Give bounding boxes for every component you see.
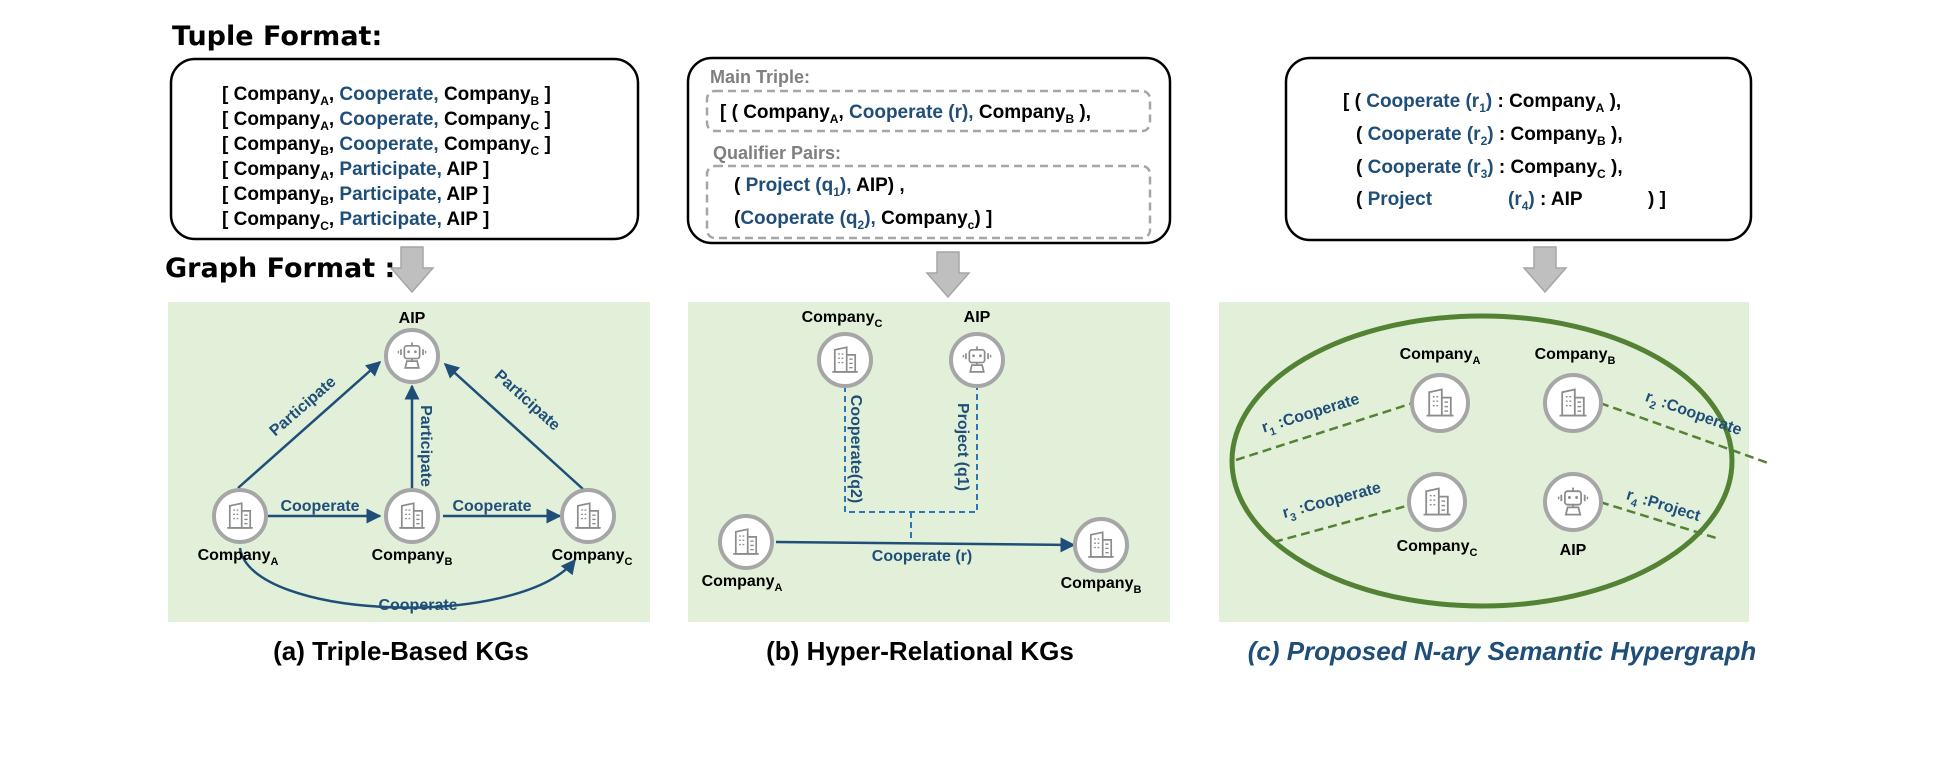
caption-c: (c) Proposed N-ary Semantic Hypergraph	[1248, 636, 1757, 666]
node-aip: AIP	[1543, 472, 1603, 559]
tuple-line: ( Cooperate (r2) : CompanyB ),	[1356, 124, 1623, 148]
edge-label-participate: Participate	[417, 405, 434, 487]
role-line-r2	[1599, 401, 1769, 465]
node-aip: AIP	[384, 310, 440, 384]
down-arrow-c	[1522, 246, 1568, 294]
role-line-r1	[1235, 401, 1414, 462]
triple-line: [ CompanyA, Cooperate, CompanyB ]	[222, 84, 551, 108]
caption-a: (a) Triple-Based KGs	[273, 636, 529, 666]
edge-a-participate-ca	[237, 361, 382, 489]
node-company-c: CompanyC	[802, 309, 883, 388]
edge-b-cooperate-main	[775, 537, 1076, 553]
node-label: CompanyB	[1535, 346, 1616, 367]
node-label: CompanyC	[1397, 538, 1478, 559]
edge-a-cooperate-ac	[238, 547, 576, 609]
node-company-b: CompanyB	[1061, 517, 1142, 596]
panel-c-graph: r1 :Cooperate r2 :Cooperate r3 :Cooperat…	[1219, 302, 1769, 622]
panel-b-tuple-box: Main Triple: [ ( CompanyA, Cooperate (r)…	[686, 56, 1172, 245]
role-line-r4	[1599, 500, 1717, 540]
qualifier-pairs-label: Qualifier Pairs:	[713, 143, 841, 163]
node-company-b: CompanyB	[372, 488, 453, 568]
edge-label-cooperate: Cooperate	[452, 498, 531, 515]
tuple-format-heading: Tuple Format:	[172, 21, 382, 52]
node-label: CompanyB	[372, 547, 453, 568]
graph-format-heading: Graph Format :	[165, 253, 395, 284]
tuple-line-close: ) ]	[1648, 189, 1666, 210]
node-label: CompanyC	[802, 309, 883, 330]
edge-label-main: Cooperate (r)	[872, 548, 972, 565]
triple-line: [ CompanyB, Participate, AIP ]	[222, 184, 489, 208]
node-company-c: CompanyC	[552, 488, 633, 568]
triple-line: [ CompanyA, Cooperate, CompanyC ]	[222, 109, 551, 133]
tuple-line: [ ( Cooperate (r1) : CompanyA ),	[1343, 91, 1621, 115]
panel-b-graph: Cooperate (r) Cooperate(q2) Project (q1)…	[688, 302, 1170, 622]
caption-b: (b) Hyper-Relational KGs	[766, 636, 1074, 666]
triple-line: [ CompanyA, Participate, AIP ]	[222, 159, 489, 183]
node-company-c: CompanyC	[1397, 472, 1478, 559]
panel-a-tuple-box: [ CompanyA, Cooperate, CompanyB ] [ Comp…	[169, 57, 640, 241]
node-label: CompanyA	[198, 547, 279, 568]
hyperedge-ellipse	[1229, 313, 1735, 609]
panel-c-tuple-box: [ ( Cooperate (r1) : CompanyA ), ( Coope…	[1284, 56, 1753, 242]
main-triple-dashed-box	[705, 89, 1152, 133]
node-label: AIP	[1560, 542, 1587, 559]
edge-label-q1: Project (q1)	[954, 403, 971, 491]
main-triple-label: Main Triple:	[710, 67, 810, 87]
tuple-line: ( Cooperate (r3) : CompanyC ),	[1356, 157, 1623, 181]
role-line-r3	[1273, 503, 1411, 544]
triple-list: [ CompanyA, Cooperate, CompanyB ] [ Comp…	[222, 84, 551, 233]
down-arrow-b	[925, 251, 971, 299]
main-triple-text: [ ( CompanyA, Cooperate (r), CompanyB ),	[720, 102, 1091, 126]
node-company-a: CompanyA	[1400, 346, 1481, 433]
node-label: CompanyA	[1400, 346, 1481, 367]
down-arrow-a	[389, 246, 435, 294]
tuple-line-role: (r4) : AIP	[1508, 189, 1583, 213]
triple-line: [ CompanyC, Participate, AIP ]	[222, 209, 489, 233]
qualifier-line-1: ( Project (q1), AIP) ,	[734, 175, 905, 199]
node-company-b: CompanyB	[1535, 346, 1616, 433]
panel-a-graph: Participate Participate Participate Coop…	[168, 302, 650, 622]
panel-c-background	[1219, 302, 1749, 622]
tuple-line: ( Project	[1356, 189, 1433, 210]
node-label: CompanyC	[552, 547, 633, 568]
qualifier-line-2: (Cooperate (q2), Companyc) ]	[734, 208, 992, 232]
edge-a-participate-cc	[443, 362, 585, 491]
qualifier-dashed-box	[705, 164, 1152, 240]
triple-line: [ CompanyB, Cooperate, CompanyC ]	[222, 134, 551, 158]
node-label: CompanyA	[702, 573, 783, 594]
node-label: CompanyB	[1061, 575, 1142, 596]
node-company-a: CompanyA	[198, 488, 279, 568]
edge-label-cooperate: Cooperate	[378, 597, 457, 614]
node-label: AIP	[399, 310, 426, 327]
node-aip: AIP	[949, 309, 1005, 388]
node-company-a: CompanyA	[702, 514, 783, 594]
edge-label-q2: Cooperate(q2)	[847, 395, 864, 503]
node-label: AIP	[964, 309, 991, 326]
edge-label-cooperate: Cooperate	[280, 498, 359, 515]
